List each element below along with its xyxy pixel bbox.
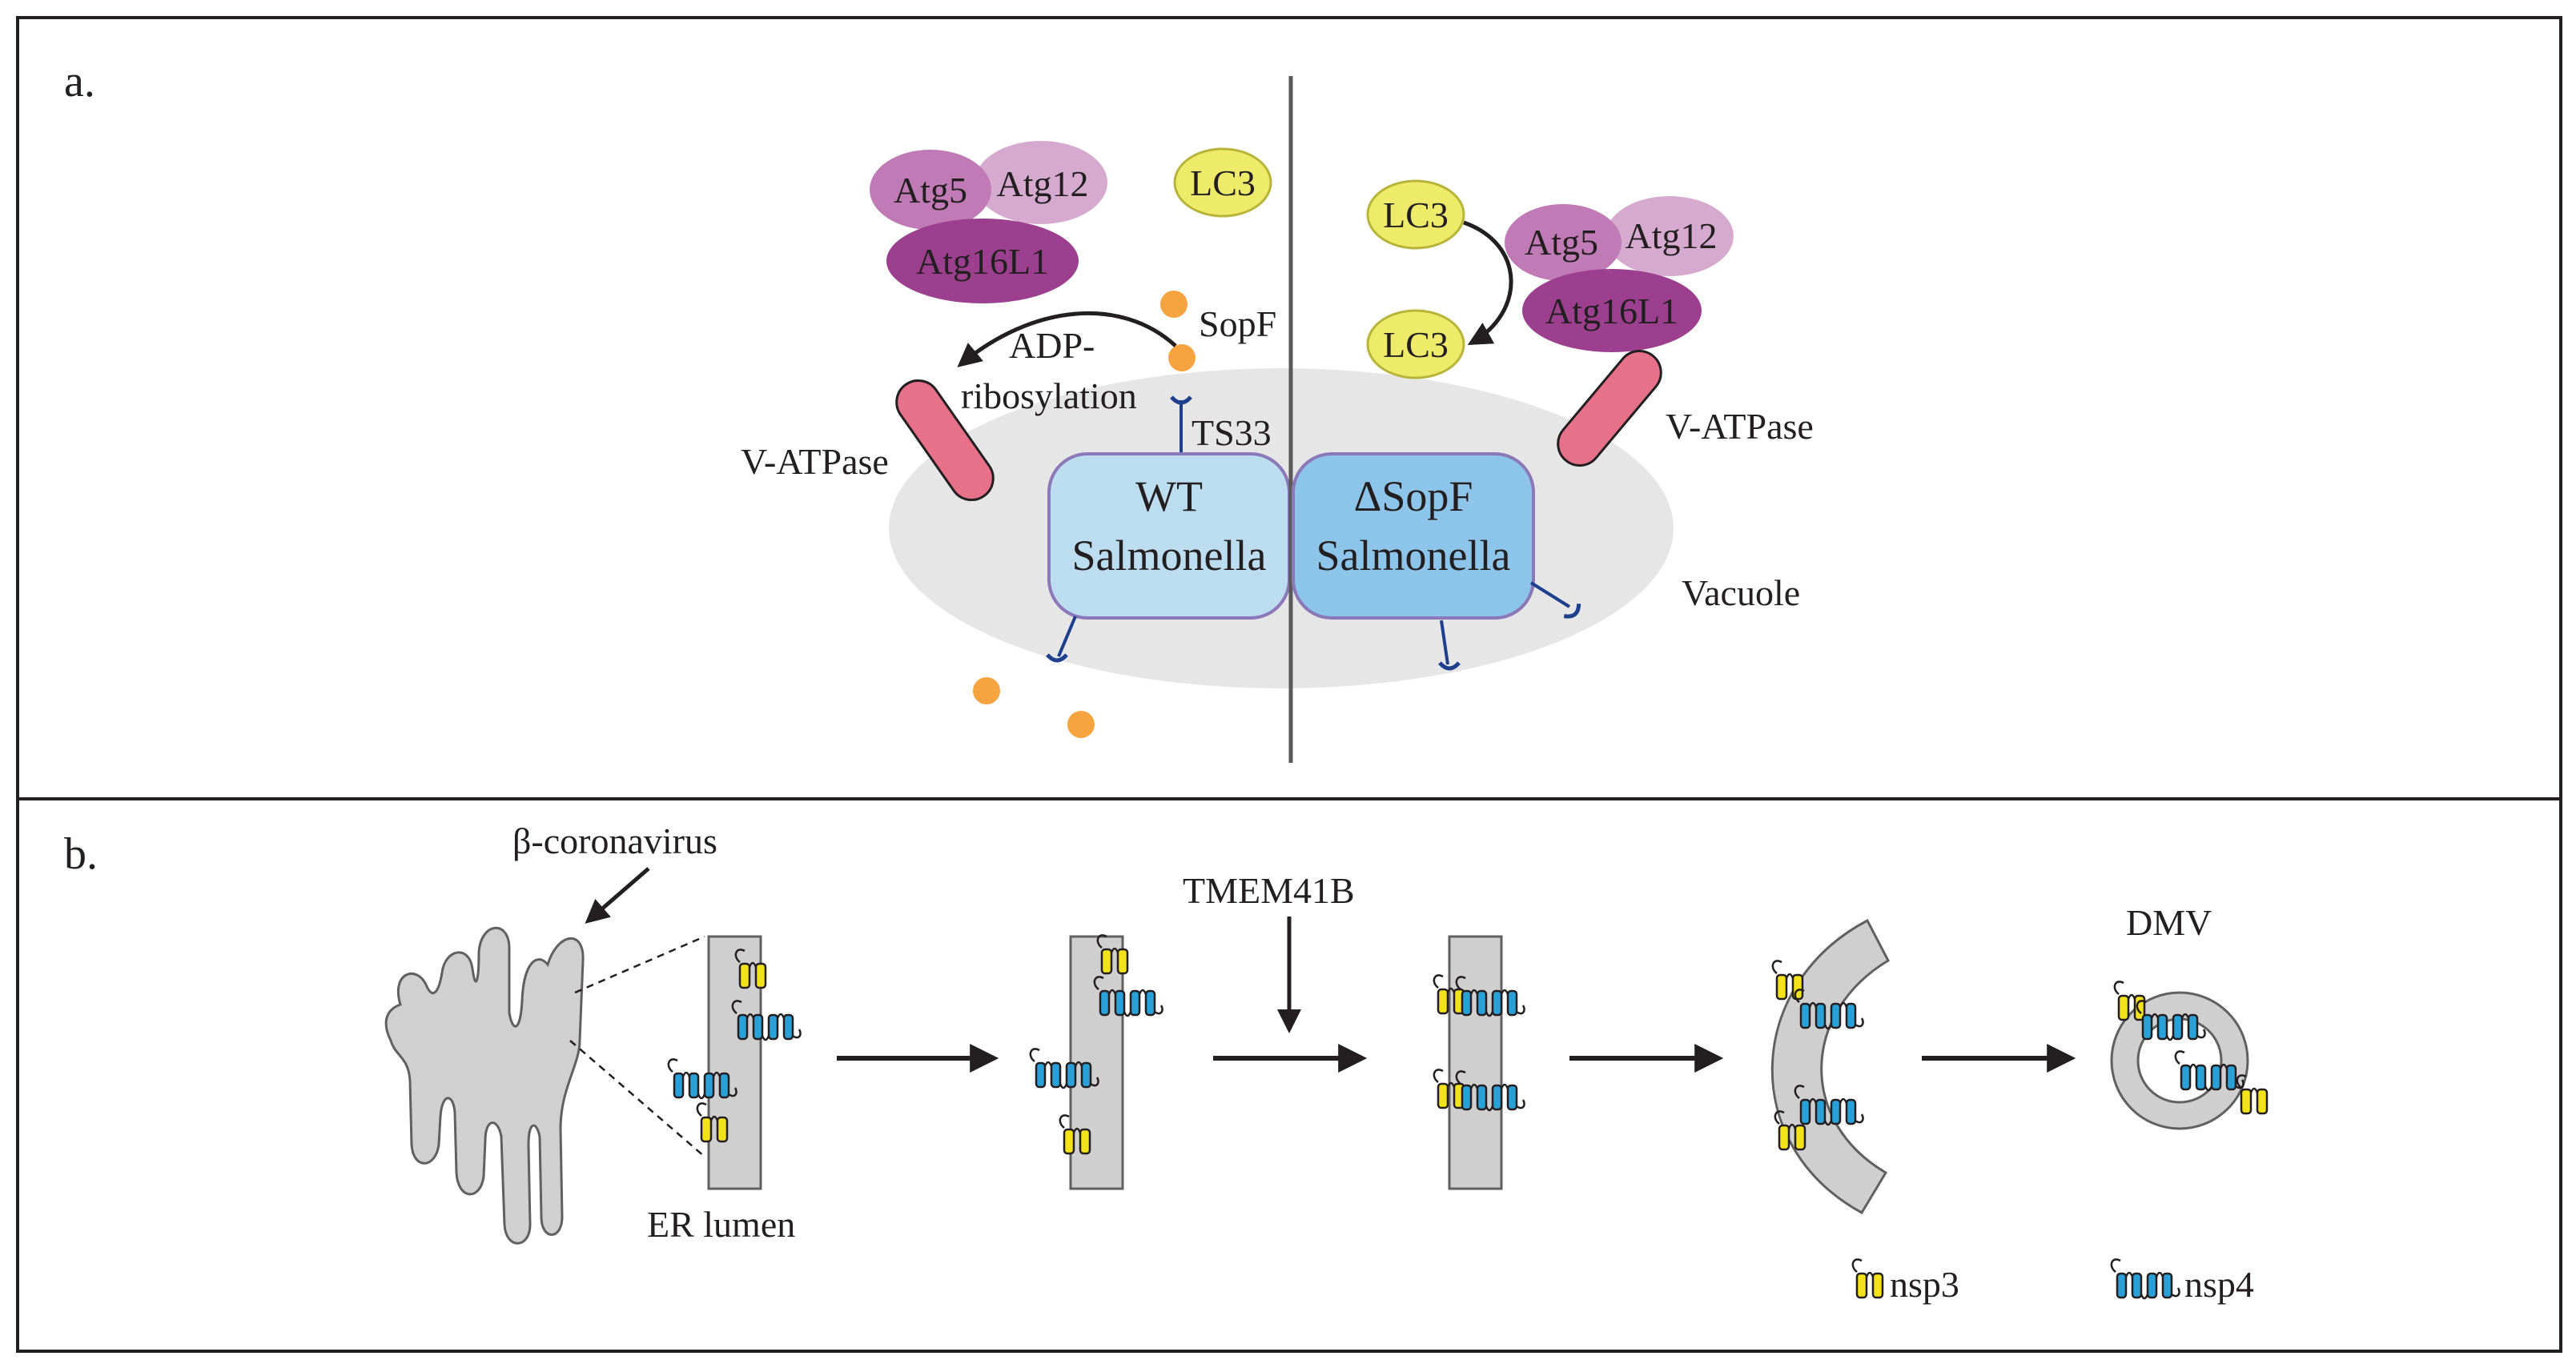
vatpase-left-label: V-ATPase [741, 441, 889, 482]
legend-nsp3-label: nsp3 [1890, 1264, 1959, 1305]
coronavirus-label: β-coronavirus [512, 820, 717, 861]
vatpase-left [895, 379, 995, 502]
sopf-dot [973, 677, 1000, 704]
legend-nsp4: nsp4 [2110, 1258, 2254, 1305]
panel-a: a. Vacuole Atg5 Atg12 Atg16L1 LC3 SopF A… [16, 16, 2562, 800]
lc3-top [1173, 147, 1272, 218]
atg16l1-right [1522, 269, 1702, 352]
lc3-conversion-arrow [1463, 220, 1513, 345]
atg12-left [975, 141, 1107, 224]
lc3-right-top [1366, 179, 1465, 250]
er-membrane-stage3 [1448, 935, 1503, 1190]
atg5-right [1505, 204, 1622, 281]
atg5-right-label: Atg5 [1525, 222, 1598, 263]
atg12-right-label: Atg12 [1626, 215, 1718, 256]
coronavirus-arrow [585, 867, 650, 924]
ts33-label: TS33 [1192, 412, 1272, 453]
panel-b-letter: b. [64, 829, 98, 879]
atg16l1-left [886, 219, 1079, 303]
legend-nsp3: nsp3 [1851, 1258, 1959, 1305]
atg-complex-right: Atg5 Atg12 Atg16L1 [1505, 196, 1734, 352]
sopf-label: SopF [1199, 303, 1276, 344]
legend-nsp4-label: nsp4 [2184, 1264, 2254, 1305]
lc3-right-top-label: LC3 [1383, 195, 1449, 235]
er-membrane-stage1 [707, 935, 762, 1190]
panel-b: b. β-coronavirus ER lumen TMEM41B [16, 797, 2562, 1353]
receptor-stalk [1529, 581, 1571, 608]
adp-ribosylation-arrow [957, 311, 1177, 367]
atg16l1-left-label: Atg16L1 [916, 241, 1049, 282]
dmv-label: DMV [2126, 902, 2212, 943]
sopf-dot [1168, 344, 1196, 371]
atg-complex-left: Atg5 Atg12 Atg16L1 [870, 141, 1107, 303]
wt-label-line2: Salmonella [1072, 532, 1267, 580]
delta-label-line1: ΔSopF [1354, 472, 1473, 520]
wt-label-line1: WT [1135, 472, 1203, 520]
receptor-stalk [1440, 620, 1449, 665]
er-lumen-label: ER lumen [647, 1204, 795, 1245]
vatpase-right-label: V-ATPase [1666, 406, 1814, 447]
sopf-dot [1067, 711, 1095, 738]
er-network [384, 926, 585, 1245]
atg16l1-right-label: Atg16L1 [1545, 291, 1678, 331]
lc3-right-bottom-label: LC3 [1383, 324, 1449, 365]
tmem41b-label: TMEM41B [1183, 870, 1355, 911]
delta-label-line2: Salmonella [1316, 532, 1511, 580]
atg5-left-label: Atg5 [894, 170, 967, 211]
atg5-left [870, 150, 991, 230]
panel-a-letter: a. [64, 57, 95, 106]
adp-label-line1: ADP- [1009, 325, 1095, 366]
zoom-line [569, 1040, 705, 1157]
receptor-stalk [1057, 616, 1077, 657]
zoom-line [574, 935, 705, 994]
adp-label-line2: ribosylation [961, 375, 1137, 416]
lc3-right-bottom [1366, 309, 1465, 379]
lc3-top-label: LC3 [1190, 162, 1256, 203]
sopf-dot [1160, 291, 1188, 318]
atg12-left-label: Atg12 [997, 163, 1089, 204]
atg12-right [1605, 196, 1734, 276]
vacuole-label: Vacuole [1682, 572, 1800, 613]
delta-sopf-salmonella [1292, 452, 1535, 620]
vatpase-right [1557, 350, 1662, 467]
